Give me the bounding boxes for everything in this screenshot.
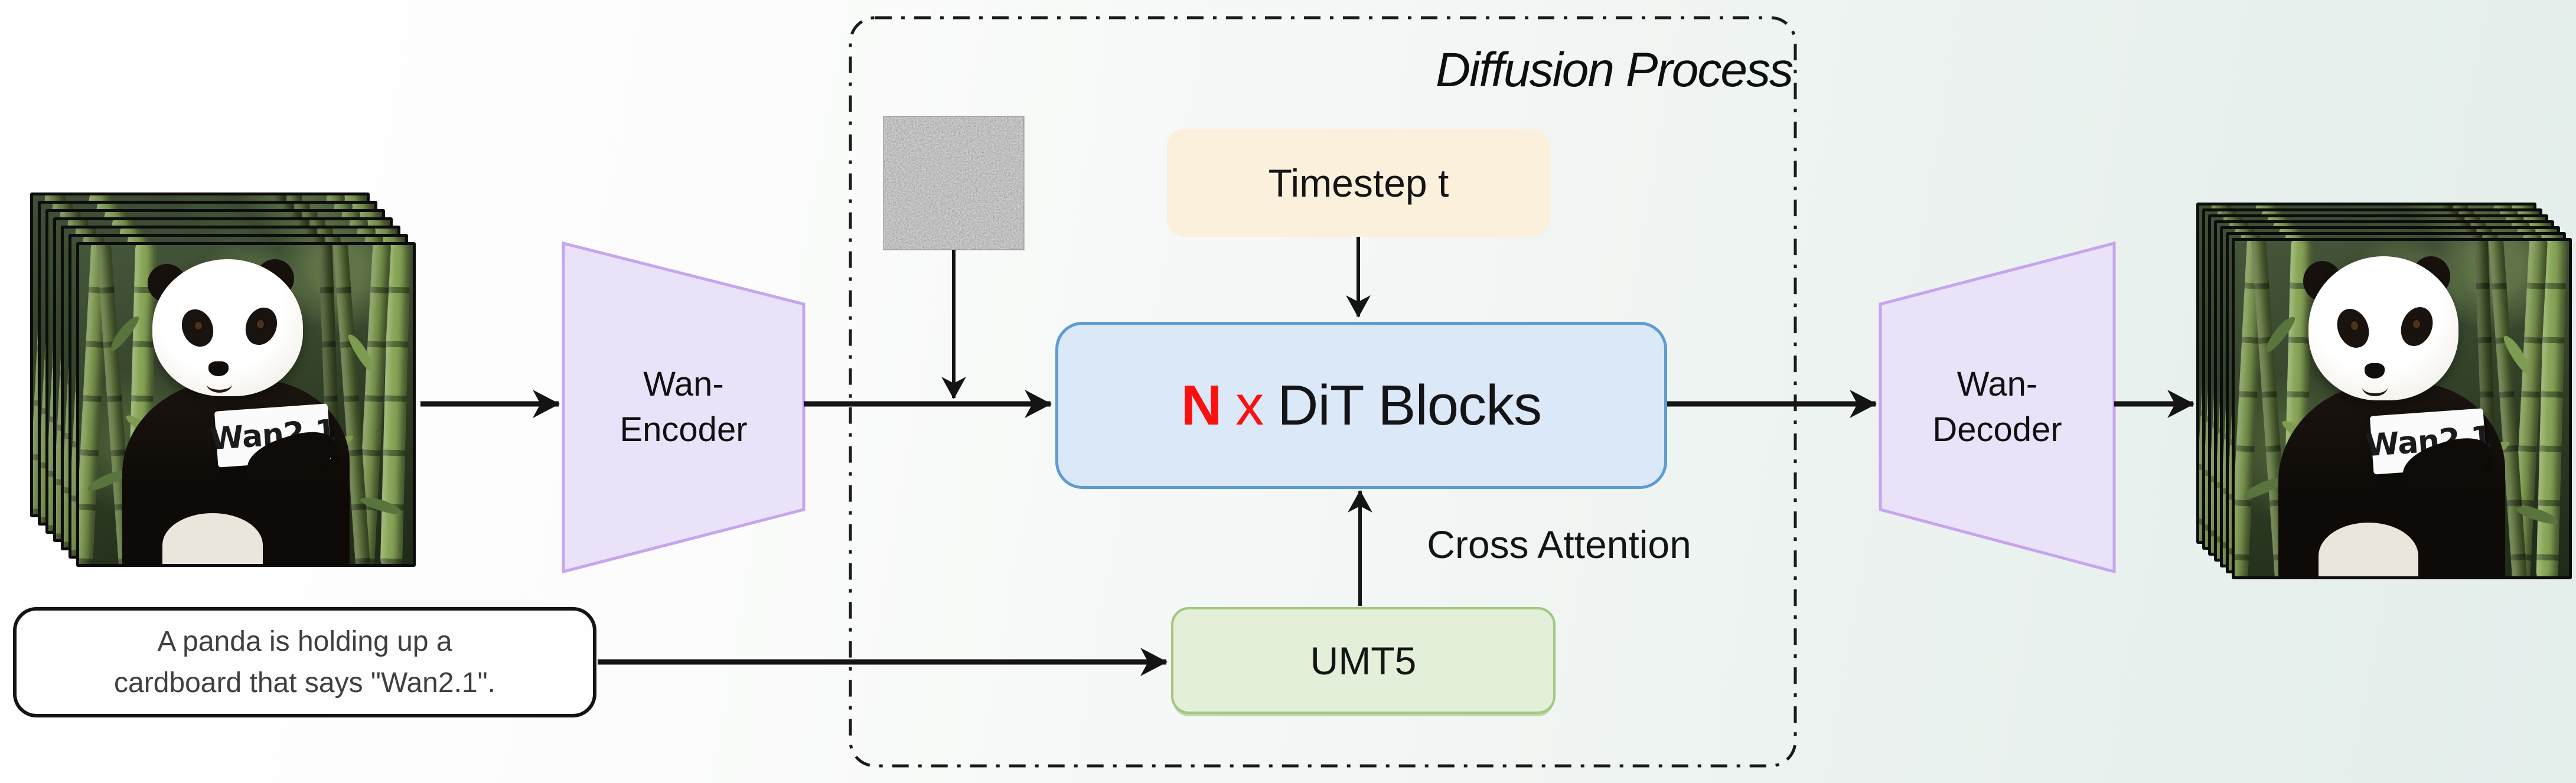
panda-mouth (2362, 379, 2388, 396)
output-video-frame-stack: Wan2.1 (2196, 203, 2572, 579)
text-prompt-box: A panda is holding up a cardboard that s… (13, 607, 596, 717)
wan-decoder-line1: Wan- (1957, 365, 2038, 404)
panda-mouth (206, 376, 232, 393)
panda-belly (162, 513, 263, 564)
wan-encoder-line2: Encoder (619, 410, 748, 449)
panda-head (152, 259, 303, 397)
video-frame: Wan2.1 (2232, 238, 2572, 579)
dit-times-x: x (1235, 373, 1264, 437)
bamboo-forest-scene: Wan2.1 (79, 245, 413, 564)
bamboo-forest-scene: Wan2.1 (2235, 241, 2569, 576)
wan-encoder-line1: Wan- (643, 365, 724, 404)
diffusion-process-boundary (849, 16, 1797, 768)
dit-label: DiT Blocks (1277, 373, 1542, 437)
panda-eye-left (193, 319, 204, 332)
wan-encoder-shape (562, 241, 806, 574)
timestep-label: Timestep t (1268, 161, 1449, 205)
video-frame: Wan2.1 (76, 242, 416, 567)
panda-nose (208, 361, 229, 376)
dit-multiplier-n: N (1181, 373, 1222, 437)
panda-nose (2364, 363, 2385, 379)
panda-belly (2318, 523, 2419, 576)
dit-blocks-block: N x DiT Blocks (1055, 322, 1667, 489)
umt5-block: UMT5 (1171, 607, 1556, 714)
panda-eye-left (2349, 319, 2360, 332)
prompt-line-2: cardboard that says "Wan2.1". (114, 667, 495, 699)
panda-eye-right (255, 318, 266, 330)
umt5-label: UMT5 (1310, 638, 1417, 683)
panda-eye-right (2411, 318, 2422, 331)
diffusion-process-title: Diffusion Process (1435, 43, 1794, 97)
wan-decoder-shape (1879, 241, 2116, 574)
timestep-block: Timestep t (1167, 129, 1550, 237)
input-video-frame-stack: Wan2.1 (30, 193, 416, 567)
panda: Wan2.1 (2235, 241, 2569, 576)
prompt-line-1: A panda is holding up a (157, 625, 452, 657)
wan-decoder-label: Wan- Decoder (1880, 353, 2114, 462)
wan-encoder-label: Wan- Encoder (563, 353, 804, 462)
noise-latent-patch (883, 116, 1024, 250)
panda-head (2308, 256, 2459, 400)
cross-attention-label: Cross Attention (1427, 523, 1691, 566)
panda: Wan2.1 (79, 245, 413, 564)
wan-decoder-line2: Decoder (1932, 410, 2062, 449)
